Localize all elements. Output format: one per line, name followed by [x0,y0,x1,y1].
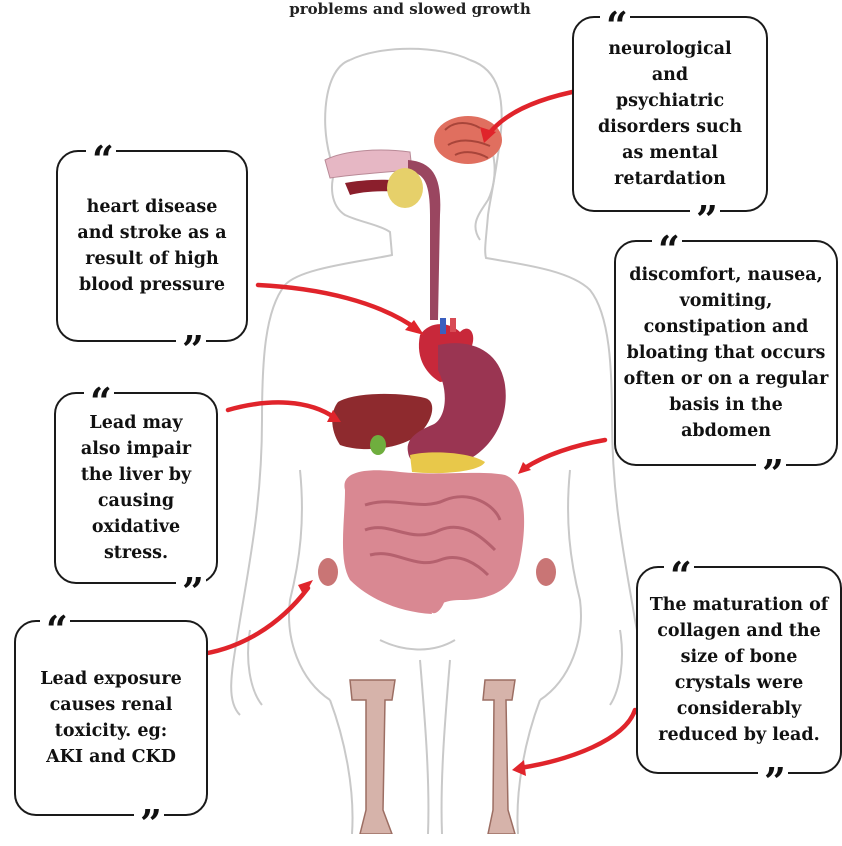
quote-open-icon: “ [652,230,682,250]
intestines-organ [343,470,524,614]
callout-liver-text: Lead may also impair the liver by causin… [72,410,200,566]
mouth-throat [325,150,440,320]
callout-heart: heart disease and stroke as a result of … [56,150,248,342]
quote-close-icon: ” [134,804,164,824]
quote-open-icon: “ [664,556,694,576]
quote-close-icon: ” [176,572,206,592]
callout-kidney-text: Lead exposure causes renal toxicity. eg:… [36,666,186,770]
callout-kidney: Lead exposure causes renal toxicity. eg:… [14,620,208,816]
brain-organ [434,116,502,164]
callout-brain-text: neurological and psychiatric disorders s… [595,36,745,192]
callout-liver: Lead may also impair the liver by causin… [54,392,218,584]
callout-heart-text: heart disease and stroke as a result of … [72,194,232,298]
callout-stomach: discomfort, nausea, vomiting, constipati… [614,240,838,466]
quote-open-icon: “ [84,382,114,402]
quote-close-icon: ” [756,454,786,474]
quote-open-icon: “ [40,610,70,630]
quote-close-icon: ” [758,762,788,782]
quote-open-icon: “ [600,6,630,26]
callout-bone: The maturation of collagen and the size … [636,566,842,774]
quote-close-icon: ” [690,200,720,220]
callout-bone-text: The maturation of collagen and the size … [644,592,834,748]
callout-stomach-text: discomfort, nausea, vomiting, constipati… [622,262,830,444]
quote-open-icon: “ [86,140,116,160]
quote-close-icon: ” [176,330,206,350]
callout-brain: neurological and psychiatric disorders s… [572,16,768,212]
leg-bones [350,680,515,834]
